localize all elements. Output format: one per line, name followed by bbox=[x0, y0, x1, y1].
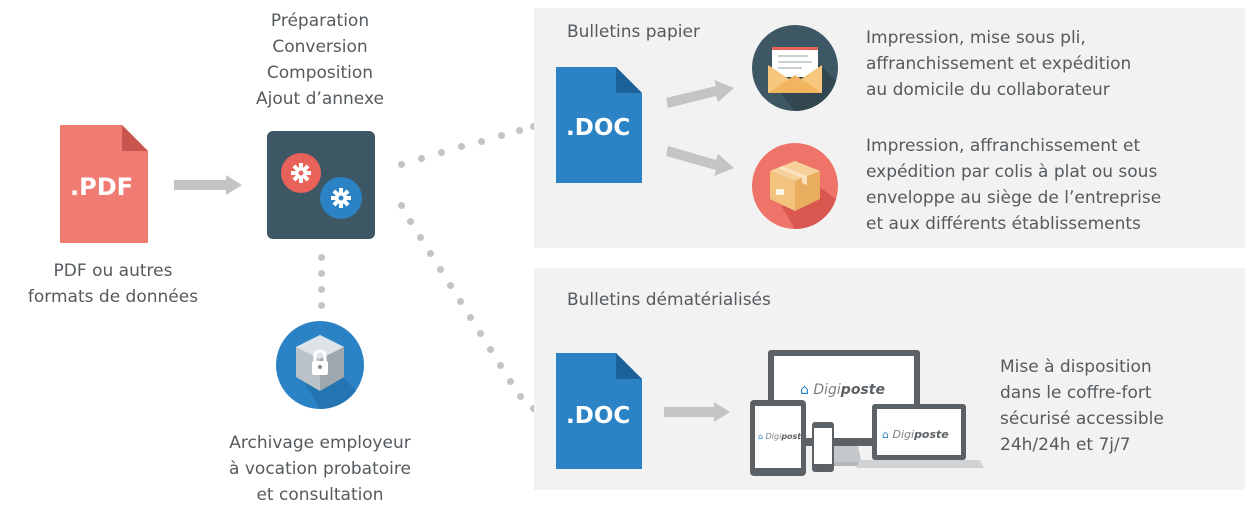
digital-doc-label: .DOC bbox=[566, 403, 631, 429]
paper-option2-line2: expédition par colis à plat ou sous bbox=[866, 162, 1158, 182]
digital-text: Mise à disposition dans le coffre-fort s… bbox=[1000, 354, 1164, 458]
brand-suffix-desktop: poste bbox=[840, 382, 885, 398]
source-caption: PDF ou autres formats de données bbox=[8, 258, 218, 310]
digital-doc-icon: .DOC bbox=[556, 353, 642, 469]
envelope-icon bbox=[752, 25, 838, 112]
source-caption-line2: formats de données bbox=[27, 287, 199, 307]
house-icon: ⌂ bbox=[882, 428, 889, 441]
paper-panel-title: Bulletins papier bbox=[567, 22, 700, 42]
step-preparation: Préparation bbox=[270, 11, 370, 31]
digital-line2: dans le coffre-fort bbox=[1000, 383, 1152, 403]
paper-option2-line4: et aux différents établissements bbox=[866, 214, 1141, 234]
digital-line1: Mise à disposition bbox=[1000, 357, 1152, 377]
paper-doc-label: .DOC bbox=[566, 115, 631, 141]
archive-caption-line3: et consultation bbox=[256, 485, 384, 505]
house-icon: ⌂ bbox=[800, 382, 809, 398]
digital-line3: sécurisé accessible bbox=[1000, 409, 1164, 429]
pdf-file-icon: .PDF bbox=[60, 125, 148, 243]
source-caption-line1: PDF ou autres bbox=[53, 261, 173, 281]
brand-suffix-tablet: poste bbox=[781, 432, 807, 441]
brand-prefix-laptop: Digi bbox=[892, 428, 915, 441]
paper-panel bbox=[534, 8, 1245, 248]
paper-doc-icon: .DOC bbox=[556, 67, 642, 183]
brand-tablet: ⌂ Digiposte bbox=[758, 432, 807, 441]
archive-lock-icon bbox=[276, 321, 364, 410]
paper-option1-line3: au domicile du collaborateur bbox=[866, 80, 1110, 100]
paper-option1-text: Impression, mise sous pli, affranchissem… bbox=[866, 25, 1131, 103]
paper-option1-line2: affranchissement et expédition bbox=[866, 54, 1132, 74]
brand-suffix-laptop: poste bbox=[914, 428, 949, 441]
brand-desktop: ⌂ Digiposte bbox=[800, 382, 885, 398]
paper-option2-text: Impression, affranchissement et expéditi… bbox=[866, 133, 1161, 237]
brand-prefix-tablet: Digi bbox=[765, 432, 782, 441]
brand-prefix-desktop: Digi bbox=[813, 382, 841, 398]
archive-caption-line2: à vocation probatoire bbox=[229, 459, 411, 479]
paper-option2-line3: enveloppe au siège de l’entreprise bbox=[866, 188, 1162, 208]
digital-line4: 24h/24h et 7j/7 bbox=[1000, 435, 1131, 455]
house-icon: ⌂ bbox=[758, 432, 764, 441]
archive-caption: Archivage employeur à vocation probatoir… bbox=[208, 430, 432, 508]
digital-panel-title: Bulletins dématérialisés bbox=[567, 290, 771, 310]
processing-steps: Préparation Conversion Composition Ajout… bbox=[225, 8, 415, 112]
pdf-file-label: .PDF bbox=[70, 173, 134, 201]
step-composition: Composition bbox=[266, 63, 374, 83]
step-annex: Ajout d’annexe bbox=[256, 89, 384, 109]
devices-illustration: ⌂ Digiposte ⌂ Digiposte ⌂ Digiposte bbox=[750, 348, 986, 478]
brand-laptop: ⌂ Digiposte bbox=[882, 428, 949, 441]
package-icon bbox=[752, 143, 838, 229]
archive-caption-line1: Archivage employeur bbox=[229, 433, 411, 453]
step-conversion: Conversion bbox=[272, 37, 368, 57]
paper-option2-line1: Impression, affranchissement et bbox=[866, 136, 1141, 156]
paper-option1-line1: Impression, mise sous pli, bbox=[866, 28, 1086, 48]
gears-box-icon bbox=[267, 131, 375, 239]
